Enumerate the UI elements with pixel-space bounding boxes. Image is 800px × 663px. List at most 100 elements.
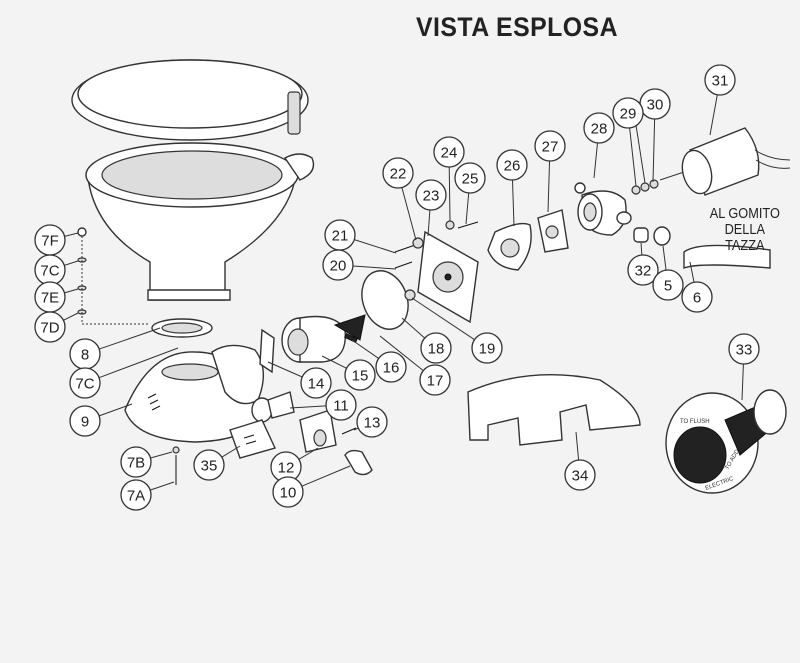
callout-18: 18: [401, 317, 452, 364]
callout-circle: [728, 333, 760, 365]
callout-circle: [583, 112, 615, 144]
callout-number: 24: [441, 145, 458, 162]
callout-number: 28: [591, 121, 608, 138]
callout-number: 30: [647, 97, 664, 114]
callout-circle: [420, 332, 452, 364]
callout-circle: [344, 359, 376, 391]
leader-line: [64, 232, 79, 237]
cap-10: [344, 449, 373, 476]
callout-number: 7D: [40, 320, 59, 337]
callout-7e: 7E: [34, 281, 79, 313]
leader-line: [379, 335, 424, 372]
callout-number: 14: [308, 376, 325, 393]
washer-19: [404, 289, 416, 301]
callout-7d: 7D: [34, 311, 79, 343]
callout-circle: [704, 64, 736, 96]
callout-20: 20: [322, 249, 397, 281]
callout-number: 19: [479, 341, 496, 358]
leader-line: [64, 288, 79, 294]
callout-number: 11: [333, 398, 349, 415]
callout-circle: [627, 254, 659, 286]
callout-number: 7F: [41, 233, 59, 250]
callout-27: 27: [534, 130, 566, 213]
callout-number: 13: [364, 415, 381, 432]
callout-24: 24: [433, 136, 465, 222]
callout-26: 26: [496, 149, 528, 227]
callout-30: 30: [639, 88, 671, 183]
callout-35: 35: [193, 445, 241, 481]
leader-line: [99, 327, 161, 350]
callout-circle: [433, 136, 465, 168]
callout-11: 11: [289, 389, 357, 421]
valve-14: [259, 328, 275, 374]
pump-housing: [211, 344, 273, 423]
callout-19: 19: [411, 297, 503, 364]
callout-circle: [375, 351, 407, 383]
macerator-housing-15: [281, 315, 346, 363]
o-ring-24: [445, 220, 455, 230]
callout-number: 21: [332, 228, 349, 245]
callout-17: 17: [379, 335, 451, 396]
leader-line: [427, 209, 431, 237]
fitting-12-port: [313, 429, 327, 447]
callout-number: 35: [201, 458, 218, 475]
seal-29a: [631, 185, 641, 195]
pin-16: [344, 332, 358, 344]
leader-line: [652, 118, 656, 183]
motor-31: [659, 127, 791, 196]
leader-line: [741, 363, 744, 401]
callout-7c: 7C: [69, 347, 179, 399]
leader-line: [64, 260, 79, 266]
callout-number: 32: [635, 263, 652, 280]
seal-29b: [640, 182, 650, 192]
hose-6: [683, 244, 771, 270]
callout-21: 21: [324, 219, 397, 254]
cover-slots: [243, 434, 257, 445]
leader-line: [593, 142, 599, 179]
callout-circle: [419, 364, 451, 396]
callout-number: 20: [330, 258, 347, 275]
pump-body-28: [574, 182, 632, 236]
leader-line: [298, 447, 319, 460]
callout-7c: 7C: [34, 254, 79, 286]
callout-14: 14: [267, 361, 332, 399]
leader-line: [289, 405, 327, 409]
callout-number: 8: [81, 347, 89, 364]
leader-line: [267, 361, 303, 378]
hose-adapter-32: [633, 227, 649, 243]
leader-line: [98, 403, 133, 417]
callout-32: 32: [627, 242, 659, 286]
callout-number: 22: [390, 166, 407, 183]
leader-line: [352, 265, 397, 270]
callout-number: 7E: [41, 290, 59, 307]
leader-line: [98, 347, 179, 379]
callout-12: 12: [270, 447, 319, 483]
callout-number: 27: [542, 139, 559, 156]
leader-line: [353, 427, 359, 431]
callout-number: 34: [572, 468, 589, 485]
callout-circle: [534, 130, 566, 162]
callout-13: 13: [353, 406, 388, 438]
leader-line: [465, 192, 470, 225]
callout-circle: [325, 389, 357, 421]
callout-33: 33: [728, 333, 760, 401]
callout-22: 22: [382, 157, 417, 241]
washer-7b: [172, 446, 180, 454]
callout-circle: [564, 459, 596, 491]
callout-7f: 7F: [34, 224, 79, 256]
callout-number: 18: [428, 341, 445, 358]
callout-number: 10: [280, 485, 297, 502]
callout-circle: [356, 406, 388, 438]
fastener-stack-7: [77, 227, 148, 325]
callout-circle: [120, 479, 152, 511]
callout-circle: [69, 367, 101, 399]
callout-8: 8: [69, 327, 161, 370]
leader-line: [321, 355, 347, 369]
callout-number: 9: [81, 414, 89, 431]
callout-number: 29: [620, 106, 637, 123]
callout-circle: [382, 157, 414, 189]
leader-line: [629, 127, 637, 187]
callout-circle: [193, 449, 225, 481]
screw-13: [341, 427, 357, 435]
callout-number: 7A: [127, 488, 145, 505]
